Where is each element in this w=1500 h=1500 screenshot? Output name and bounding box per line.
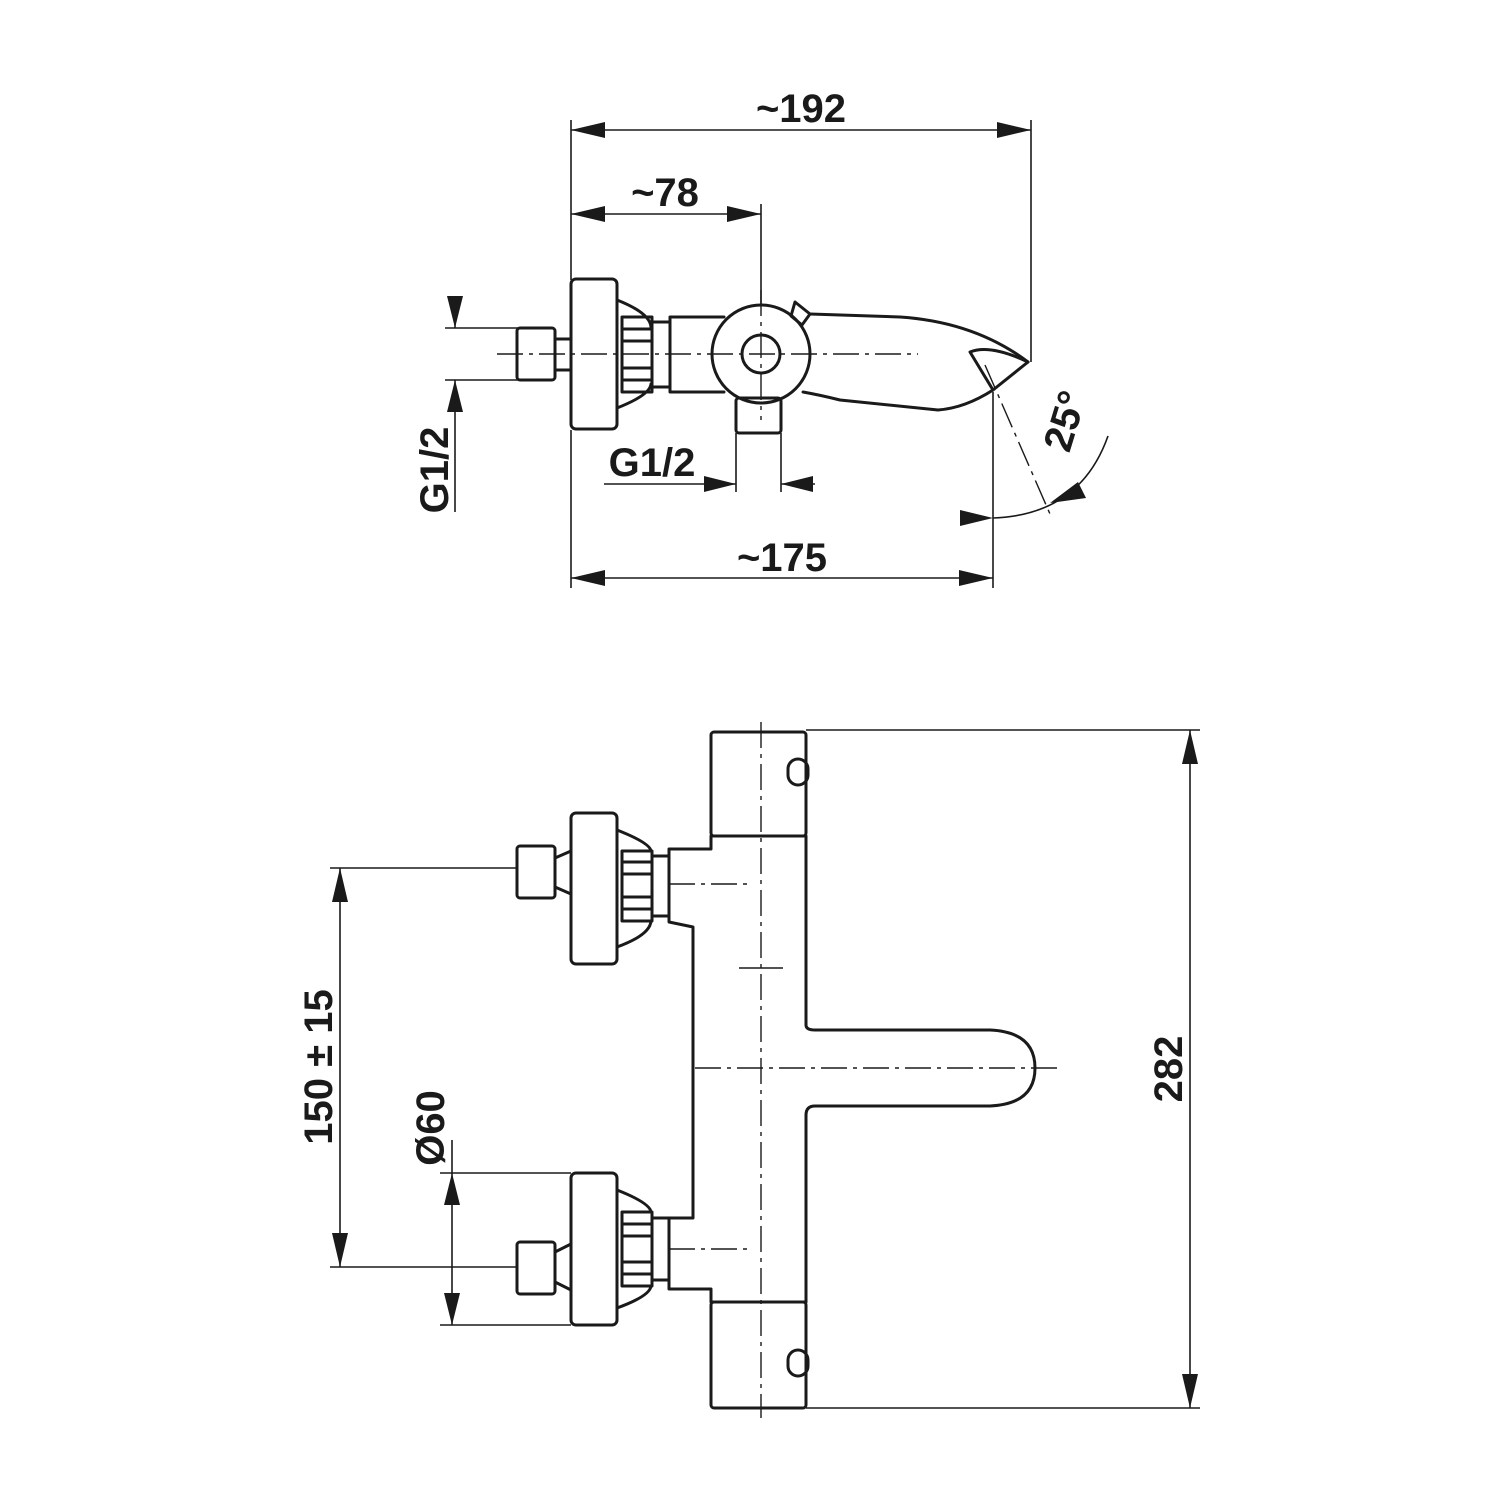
front-bottom-cap-button xyxy=(786,1348,810,1378)
top-connector-nut xyxy=(515,326,557,382)
front-bottom-cap xyxy=(709,1300,808,1410)
top-spout xyxy=(801,312,1030,412)
front-body xyxy=(667,834,1037,1304)
front-top-cap xyxy=(709,730,808,838)
top-body xyxy=(668,315,726,394)
front-lower-inlet xyxy=(515,1171,671,1327)
dim-spout-angle: 25° xyxy=(1036,386,1096,457)
front-top-cap-button xyxy=(786,757,810,787)
top-knob-tab xyxy=(789,300,812,327)
front-upper-inlet xyxy=(515,811,671,966)
top-wall-rosette xyxy=(569,277,619,431)
top-outlet xyxy=(734,396,783,435)
dim-inlet-spacing: 150 ± 15 xyxy=(297,989,341,1144)
dim-rosette-diameter: Ø60 xyxy=(409,1090,453,1166)
dim-overall-width: ~192 xyxy=(756,87,846,131)
top-view: ~192 ~78 ~175 G1/2 G1/2 25° xyxy=(413,87,1109,588)
front-view: 150 ± 15 Ø60 282 xyxy=(297,722,1200,1418)
dim-to-spout-axis: ~78 xyxy=(631,171,699,215)
dim-depth: ~175 xyxy=(737,536,827,580)
dim-outlet-thread: G1/2 xyxy=(609,441,696,485)
dim-inlet-thread-left: G1/2 xyxy=(413,427,457,514)
dim-height: 282 xyxy=(1147,1036,1191,1103)
